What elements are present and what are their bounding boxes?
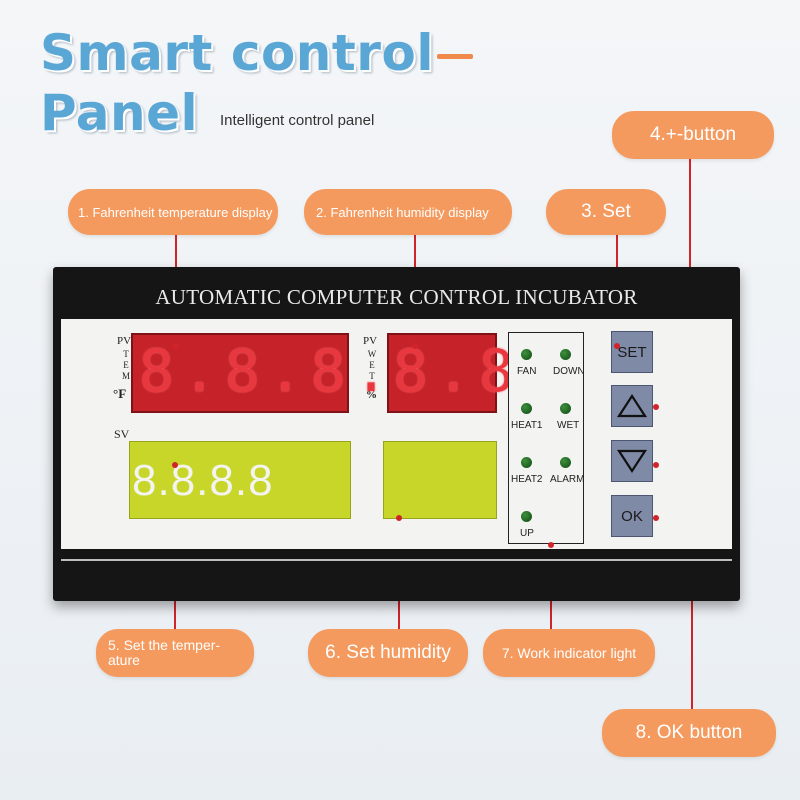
pv-temp-label: PV: [117, 335, 132, 347]
wet-led: [560, 403, 571, 414]
page-title-line2: Panel: [40, 84, 199, 142]
callout-temperature-display: 1. Fahrenheit temperature display: [68, 189, 278, 235]
leader-dot-6: [396, 515, 402, 521]
callout-set-humidity: 6. Set humidity: [308, 629, 468, 677]
set-temperature-value: 8.8.8.8: [132, 456, 274, 505]
set-humidity-lcd: [383, 441, 497, 519]
fan-label: FAN: [517, 366, 537, 377]
percent-label: %: [366, 389, 377, 401]
up-label: UP: [520, 528, 534, 539]
heat1-led: [521, 403, 532, 414]
alarm-label: ALARM: [550, 474, 585, 485]
up-arrow-icon: [617, 393, 647, 418]
down-label: DOWN: [553, 366, 585, 377]
heat1-label: HEAT1: [511, 420, 543, 431]
leader-dot-1: [173, 343, 179, 349]
heat2-led: [521, 457, 532, 468]
leader-dot-5: [172, 462, 178, 468]
alarm-led: [560, 457, 571, 468]
callout-work-indicator: 7. Work indicator light: [483, 629, 655, 677]
incubator-controller: AUTOMATIC COMPUTER CONTROL INCUBATOR PV …: [53, 267, 740, 601]
indicator-panel: FAN DOWN HEAT1 WET HEAT2 ALARM UP: [508, 332, 585, 544]
up-button[interactable]: [611, 385, 653, 427]
page-title-line1: Smart control: [40, 24, 434, 82]
up-led: [521, 511, 532, 522]
callout-plus-minus-button: 4.+-button: [612, 111, 774, 159]
leader-dot-4a: [653, 404, 659, 410]
page-subtitle: Intelligent control panel: [220, 112, 375, 129]
callout-set: 3. Set: [546, 189, 666, 235]
leader-dot-8: [653, 515, 659, 521]
sv-label: SV: [114, 427, 130, 441]
device-title: AUTOMATIC COMPUTER CONTROL INCUBATOR: [155, 285, 638, 309]
down-arrow-icon: [617, 449, 647, 474]
callout-ok-button: 8. OK button: [602, 709, 776, 757]
callout-humidity-display: 2. Fahrenheit humidity display: [304, 189, 512, 235]
callout-set-temperature: 5. Set the temper-ature: [96, 629, 254, 677]
pv-humidity-label: PV: [363, 335, 378, 347]
wet-indicator-label: WET: [557, 420, 580, 431]
set-temperature-lcd: 8.8.8.8: [129, 441, 351, 519]
temperature-led-display: 8.8.8.8.: [131, 333, 474, 413]
leader-dot-3: [614, 343, 620, 349]
down-button[interactable]: [611, 440, 653, 482]
down-led: [560, 349, 571, 360]
bottom-strip: [61, 559, 732, 561]
leader-line-8: [691, 518, 693, 709]
fan-led: [521, 349, 532, 360]
ok-button[interactable]: OK: [611, 495, 653, 537]
set-button[interactable]: SET: [611, 331, 653, 373]
heat2-label: HEAT2: [511, 474, 543, 485]
title-dash: [437, 54, 473, 59]
leader-dot-7: [548, 542, 554, 548]
humidity-led-display: 8.8.: [387, 333, 557, 413]
leader-dot-4b: [653, 462, 659, 468]
leader-dot-2: [412, 343, 418, 349]
fahrenheit-label: °F: [113, 386, 127, 401]
